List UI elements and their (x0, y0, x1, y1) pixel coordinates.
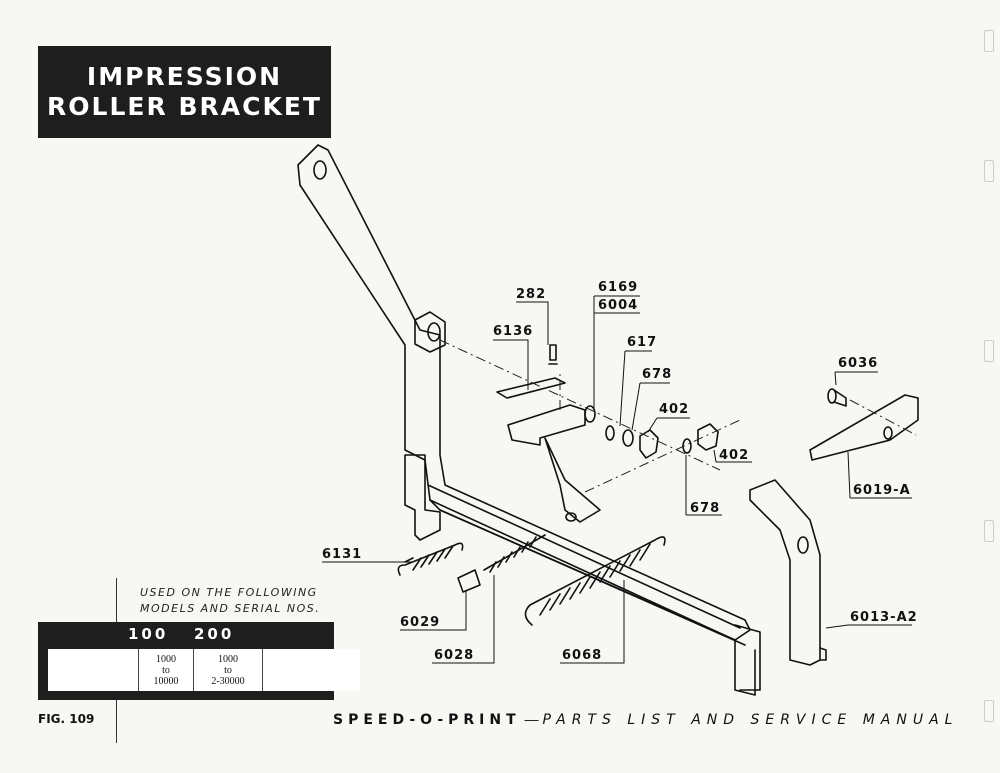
label-6013-a2: 6013-A2 (850, 610, 918, 625)
serial-200-to: to (224, 664, 232, 676)
footer-brand: SPEED-O-PRINT (333, 712, 521, 728)
model-header-100: 100 (128, 625, 169, 643)
spring-6028 (483, 534, 546, 573)
label-617: 617 (627, 335, 658, 350)
nut-402-b (697, 423, 719, 451)
title-line-1: IMPRESSION (86, 62, 283, 91)
footer-dash: — (524, 711, 539, 727)
lockwasher-678 (622, 429, 634, 447)
serial-200-from: 1000 (218, 653, 238, 665)
models-caption-line-1: USED ON THE FOLLOWING (140, 586, 318, 599)
nut-402 (639, 429, 659, 459)
serial-100-end: 10000 (153, 675, 179, 687)
label-402-lower: 402 (719, 448, 750, 463)
label-282: 282 (516, 287, 547, 302)
binder-hole (984, 30, 994, 52)
lever-6004 (507, 404, 601, 523)
label-678-upper: 678 (642, 367, 673, 382)
bushing-6029 (457, 569, 481, 593)
serial-100-to: to (162, 664, 170, 676)
binder-hole (984, 160, 994, 182)
label-6068: 6068 (562, 648, 603, 663)
washer-617 (605, 425, 615, 441)
models-caption-line-2: MODELS AND SERIAL NOS. (140, 602, 321, 615)
figure-number: FIG. 109 (38, 712, 95, 726)
side-bracket-6013-a2 (734, 479, 827, 691)
model-serial-cells: 1000 to 10000 1000 to 2-30000 (48, 649, 360, 691)
label-6036: 6036 (838, 356, 879, 371)
shoulder-screw-6036 (827, 388, 847, 407)
label-6004: 6004 (598, 298, 639, 313)
footer: SPEED-O-PRINT — PARTS LIST AND SERVICE M… (333, 711, 958, 728)
binder-hole (984, 700, 994, 722)
serial-200-end: 2-30000 (211, 675, 245, 687)
footer-subtitle: PARTS LIST AND SERVICE MANUAL (542, 712, 959, 728)
model-header-200: 200 (194, 625, 235, 643)
models-caption: USED ON THE FOLLOWING MODELS AND SERIAL … (140, 585, 330, 617)
model-cell-100: 1000 to 10000 (139, 649, 194, 691)
spring-6131 (397, 542, 464, 576)
binder-hole (984, 520, 994, 542)
serial-100-from: 1000 (156, 653, 176, 665)
label-678-lower: 678 (690, 501, 721, 516)
label-402-upper: 402 (659, 402, 690, 417)
title-box: IMPRESSION ROLLER BRACKET (38, 46, 331, 138)
label-6131: 6131 (322, 547, 363, 562)
model-table: 100 200 1000 to 10000 1000 to 2-30000 (38, 622, 360, 700)
model-cell-empty (263, 649, 331, 691)
model-cell-blank (48, 649, 139, 691)
binder-hole (984, 340, 994, 362)
screw-282 (548, 344, 558, 365)
label-6136: 6136 (493, 324, 534, 339)
slide-bar-6019-a (809, 394, 919, 461)
impression-roller-bracket-frame (297, 144, 756, 696)
model-cell-200: 1000 to 2-30000 (194, 649, 263, 691)
title-line-2: ROLLER BRACKET (47, 92, 322, 121)
label-6028: 6028 (434, 648, 475, 663)
spring-6068 (524, 536, 666, 626)
plate-6136 (496, 377, 566, 399)
label-6029: 6029 (400, 615, 441, 630)
label-6019-a: 6019-A (853, 483, 911, 498)
label-6169: 6169 (598, 280, 639, 295)
